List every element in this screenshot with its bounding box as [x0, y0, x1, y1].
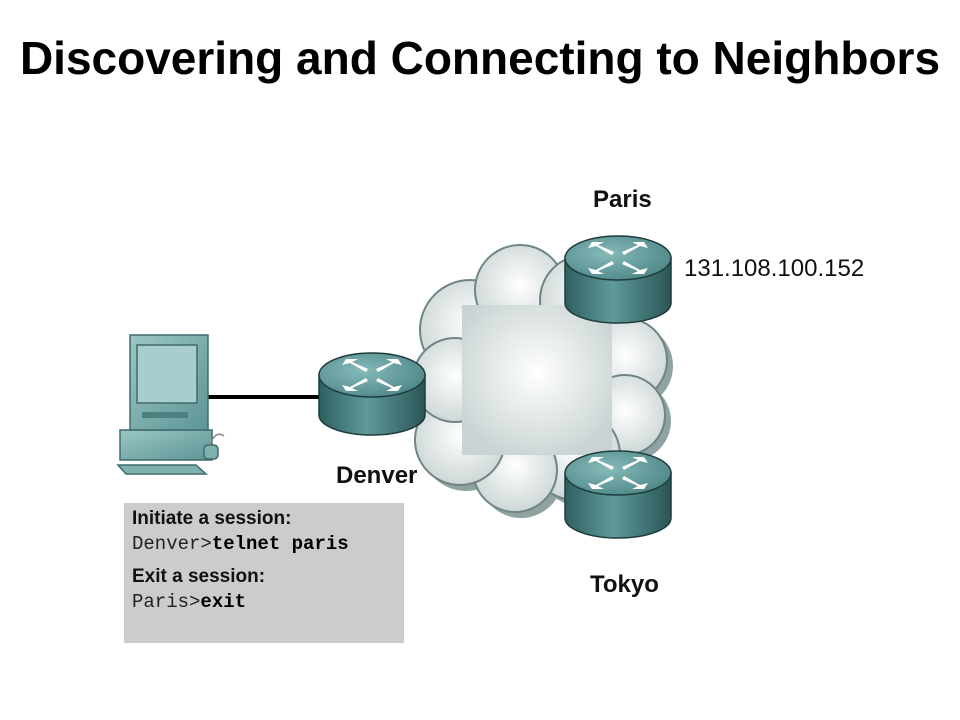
command-box: Initiate a session: Denver>telnet paris … — [124, 503, 404, 643]
denver-prompt: Denver> — [132, 533, 212, 555]
network-cloud — [412, 244, 673, 518]
slide-title: Discovering and Connecting to Neighbors — [19, 32, 941, 84]
paris-ip-address: 131.108.100.152 — [684, 255, 864, 282]
router-denver — [318, 352, 426, 436]
router-tokyo — [564, 450, 672, 539]
exit-session-heading: Exit a session: — [132, 566, 266, 587]
initiate-session-heading: Initiate a session: — [132, 508, 292, 529]
initiate-session-command: Denver>telnet paris — [132, 531, 396, 557]
exit-command: exit — [200, 591, 247, 613]
router-label-denver: Denver — [336, 462, 417, 489]
router-label-tokyo: Tokyo — [590, 571, 659, 598]
router-arrows-icon — [588, 242, 648, 274]
paris-prompt: Paris> — [132, 591, 201, 613]
router-arrows-icon — [342, 359, 402, 391]
exit-session-command: Paris>exit — [132, 589, 396, 615]
telnet-command: telnet paris — [211, 533, 349, 555]
router-paris — [564, 235, 672, 324]
computer-icon — [116, 334, 225, 475]
router-label-paris: Paris — [593, 186, 652, 213]
router-arrows-icon — [588, 457, 648, 489]
